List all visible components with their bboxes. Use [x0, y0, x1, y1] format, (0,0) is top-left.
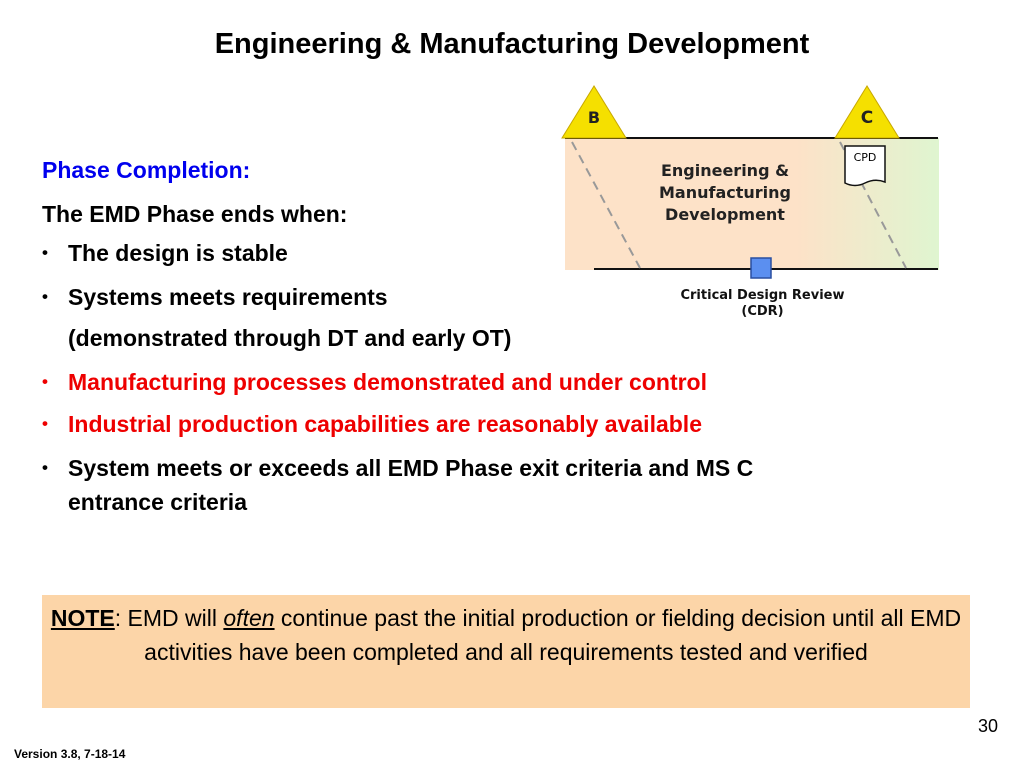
emd-phase-diagram — [561, 85, 939, 279]
bullet-marker: • — [42, 243, 48, 262]
criteria-text: entrance criteria — [68, 489, 247, 515]
cpd-document-icon — [844, 145, 886, 187]
version-label: Version 3.8, 7-18-14 — [14, 747, 126, 761]
bullet-marker: • — [42, 287, 48, 306]
slide-title: Engineering & Manufacturing Development — [214, 28, 810, 60]
criteria-text: Manufacturing processes demonstrated and… — [68, 369, 707, 395]
intro-text: The EMD Phase ends when: — [42, 201, 348, 227]
milestone-c-triangle — [834, 85, 900, 139]
note-text-1: : EMD will — [114, 605, 224, 631]
criteria-text: System meets or exceeds all EMD Phase ex… — [68, 455, 754, 481]
milestone-c-label: C — [860, 108, 874, 128]
criteria-text: Industrial production capabilities are r… — [68, 411, 702, 437]
phase-start-dashed-line — [571, 141, 641, 269]
note-emphasis: often — [223, 605, 275, 631]
phase-label-line1: Engineering & — [660, 161, 790, 180]
milestone-b-triangle — [561, 85, 627, 139]
cdr-marker — [750, 257, 772, 279]
note-text-2: continue past the initial production or … — [144, 605, 962, 665]
criteria-text: Systems meets requirements — [68, 284, 388, 310]
page-number: 30 — [977, 716, 998, 736]
phase-label-line2: Manufacturing — [659, 183, 791, 202]
phase-completion-heading: Phase Completion: — [42, 157, 251, 183]
bullet-marker: • — [42, 372, 48, 391]
note-box: NOTE: EMD will often continue past the i… — [42, 595, 970, 708]
criteria-text: (demonstrated through DT and early OT) — [68, 325, 512, 351]
milestone-b-label: B — [587, 108, 601, 127]
bullet-marker: • — [42, 458, 48, 477]
phase-label-line3: Development — [665, 205, 785, 224]
cdr-label-line1: Critical Design Review — [680, 288, 845, 303]
cpd-label: CPD — [853, 151, 877, 164]
phase-label: Engineering & Manufacturing Development — [630, 160, 820, 226]
criteria-text: The design is stable — [68, 240, 288, 266]
cdr-label: Critical Design Review (CDR) — [660, 288, 865, 320]
bullet-marker: • — [42, 414, 48, 433]
cdr-label-line2: (CDR) — [741, 304, 784, 319]
note-label: NOTE — [50, 605, 115, 631]
